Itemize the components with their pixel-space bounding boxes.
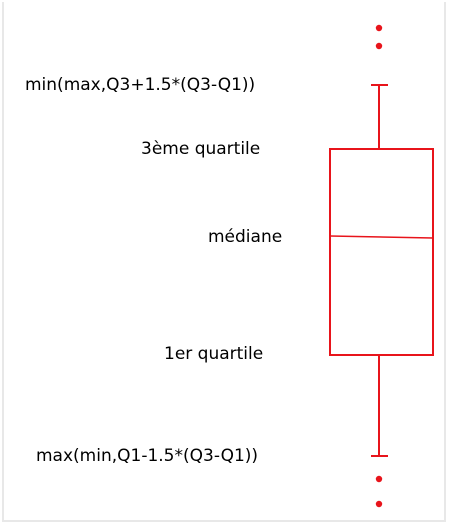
median-label: médiane <box>208 227 283 247</box>
lower-outlier-dot <box>375 500 383 508</box>
q1-label: 1er quartile <box>164 344 264 364</box>
lower-whisker-label: max(min,Q1-1.5*(Q3-Q1)) <box>36 446 259 466</box>
upper-outlier-dot <box>375 24 383 32</box>
upper-whisker-label: min(max,Q3+1.5*(Q3-Q1)) <box>25 75 256 95</box>
median-line <box>329 235 434 239</box>
diagram-frame <box>2 2 446 522</box>
upper-outlier-dot <box>375 42 383 50</box>
interquartile-box <box>329 148 434 356</box>
lower-outlier-dot <box>375 475 383 483</box>
q3-label: 3ème quartile <box>141 139 261 159</box>
